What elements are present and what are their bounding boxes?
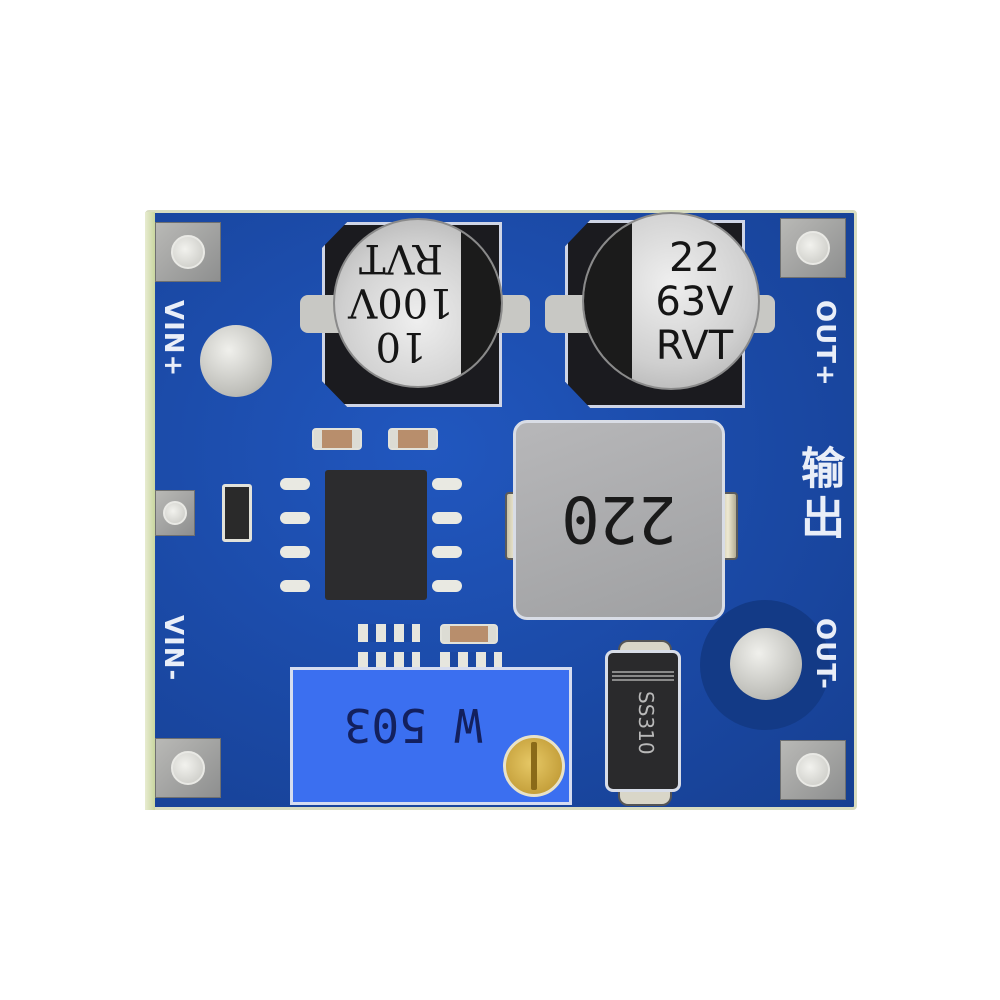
smd-capacitor bbox=[312, 428, 362, 450]
ic-pin bbox=[432, 512, 462, 524]
inductor: 220 bbox=[513, 420, 725, 620]
pad-vin-minus bbox=[155, 738, 221, 798]
pad-out-minus bbox=[780, 740, 846, 800]
smd-resistor bbox=[222, 484, 252, 542]
potentiometer-adjust-screw[interactable] bbox=[503, 735, 565, 797]
ic-pin bbox=[432, 546, 462, 558]
ic-pin bbox=[280, 512, 310, 524]
ic-pin bbox=[432, 580, 462, 592]
smd-pads bbox=[358, 624, 420, 642]
capacitor-input: 10 100V RVT bbox=[333, 218, 503, 388]
label-out-minus: OUT- bbox=[810, 618, 840, 690]
label-out-plus: OUT+ bbox=[810, 300, 840, 387]
smd-capacitor bbox=[388, 428, 438, 450]
ic-pin bbox=[280, 546, 310, 558]
ic-pin bbox=[280, 580, 310, 592]
mounting-hole-left bbox=[200, 325, 272, 397]
pad-vin-plus bbox=[155, 222, 221, 282]
diode: SS310 bbox=[605, 650, 681, 792]
smd-pads bbox=[440, 652, 502, 670]
ic-pin bbox=[432, 478, 462, 490]
ic-pin bbox=[280, 478, 310, 490]
ic-chip bbox=[325, 470, 427, 600]
label-output-cn: 输出 bbox=[793, 445, 844, 545]
smd-pads bbox=[358, 652, 420, 670]
label-vin-plus: VIN+ bbox=[158, 300, 188, 378]
pad-mid bbox=[155, 490, 195, 536]
label-vin-minus: VIN- bbox=[158, 615, 188, 682]
smd-resistor bbox=[440, 624, 498, 644]
board-edge bbox=[145, 212, 155, 810]
mounting-hole-right bbox=[730, 628, 802, 700]
pad-out-plus bbox=[780, 218, 846, 278]
capacitor-output: 22 63V RVT bbox=[582, 212, 760, 390]
